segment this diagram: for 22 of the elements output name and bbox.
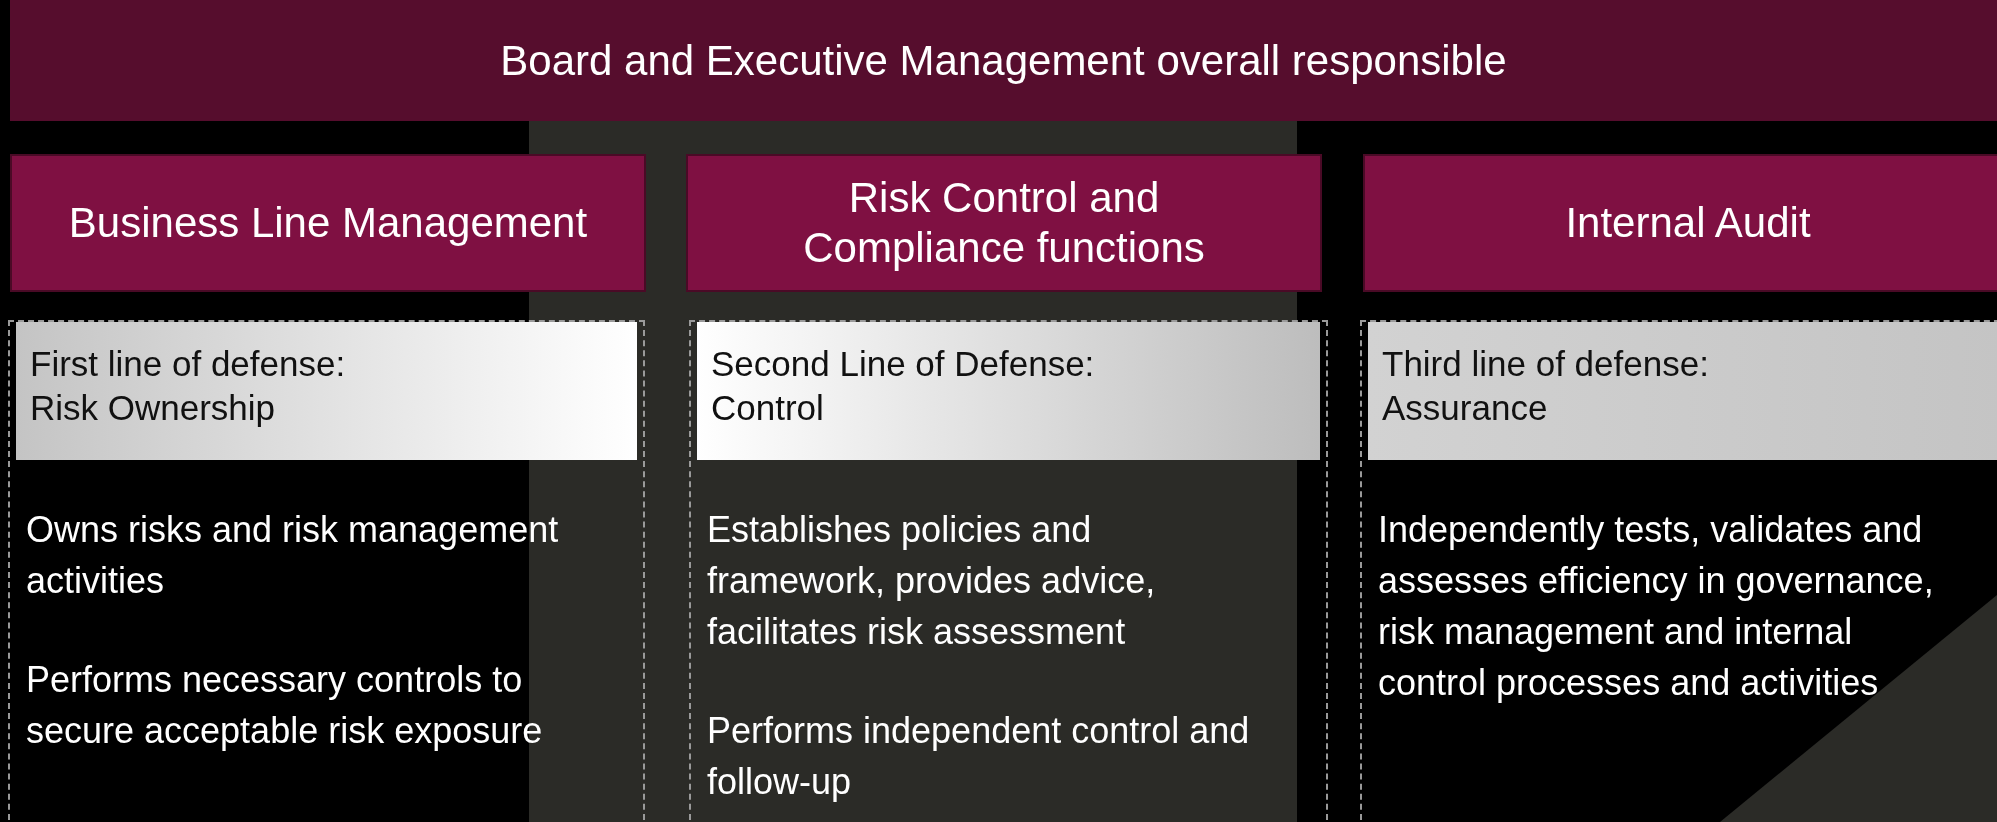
defense-line-text: First line of defense:: [30, 343, 347, 385]
description-text: Performs necessary controls to secure acceptable risk exposure: [25, 658, 544, 754]
header-text: Business Line Management: [68, 197, 588, 248]
dashed-column: [8, 320, 645, 822]
title-banner: [10, 0, 1997, 121]
defense-line-text: Assurance: [1382, 386, 1549, 429]
header-text: Internal Audit: [1565, 197, 1811, 248]
function-header: [1363, 154, 1997, 292]
defense-line-text: Third line of defense:: [1382, 343, 1710, 385]
banner-text: Board and Executive Management overall responsible: [500, 36, 1507, 85]
defense-line-text: Second Line of Defense:: [711, 343, 1096, 385]
defense-line-text: Control: [711, 386, 825, 429]
description-text: Performs independent control and follow-up: [706, 709, 1251, 805]
description-text: Independently tests, validates and assesses efficiency in governance, risk management and internal control processes and activities: [1377, 508, 1935, 706]
function-header: [686, 154, 1322, 292]
defense-line-text: Risk Ownership: [30, 386, 277, 429]
dashed-column: [1360, 320, 1997, 822]
dashed-column: [689, 320, 1328, 822]
description-text: Owns risks and risk management activities: [25, 508, 560, 604]
function-header: [10, 154, 646, 292]
header-text: Risk Control and Compliance functions: [802, 172, 1206, 273]
description-text: Establishes policies and framework, provides advice, facilitates risk assessment: [706, 508, 1157, 655]
